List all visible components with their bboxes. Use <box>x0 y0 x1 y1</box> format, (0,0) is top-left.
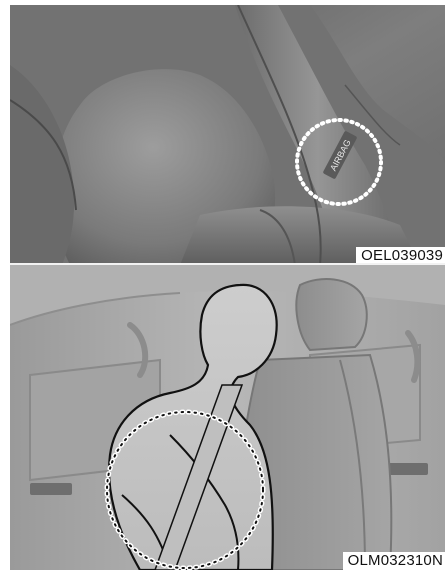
door-handle-left <box>30 483 72 495</box>
occupant-airbag-zone-illustration: OLM032310N <box>10 265 445 570</box>
seat-headrest <box>296 279 366 350</box>
seat-side-airbag-illustration: AIRBAG OEL039039 <box>10 5 445 265</box>
figure-code-bottom: OLM032310N <box>343 552 445 570</box>
door-handle-right <box>388 463 428 475</box>
occupant-drawing <box>10 265 445 570</box>
seat-drawing: AIRBAG <box>10 5 445 265</box>
